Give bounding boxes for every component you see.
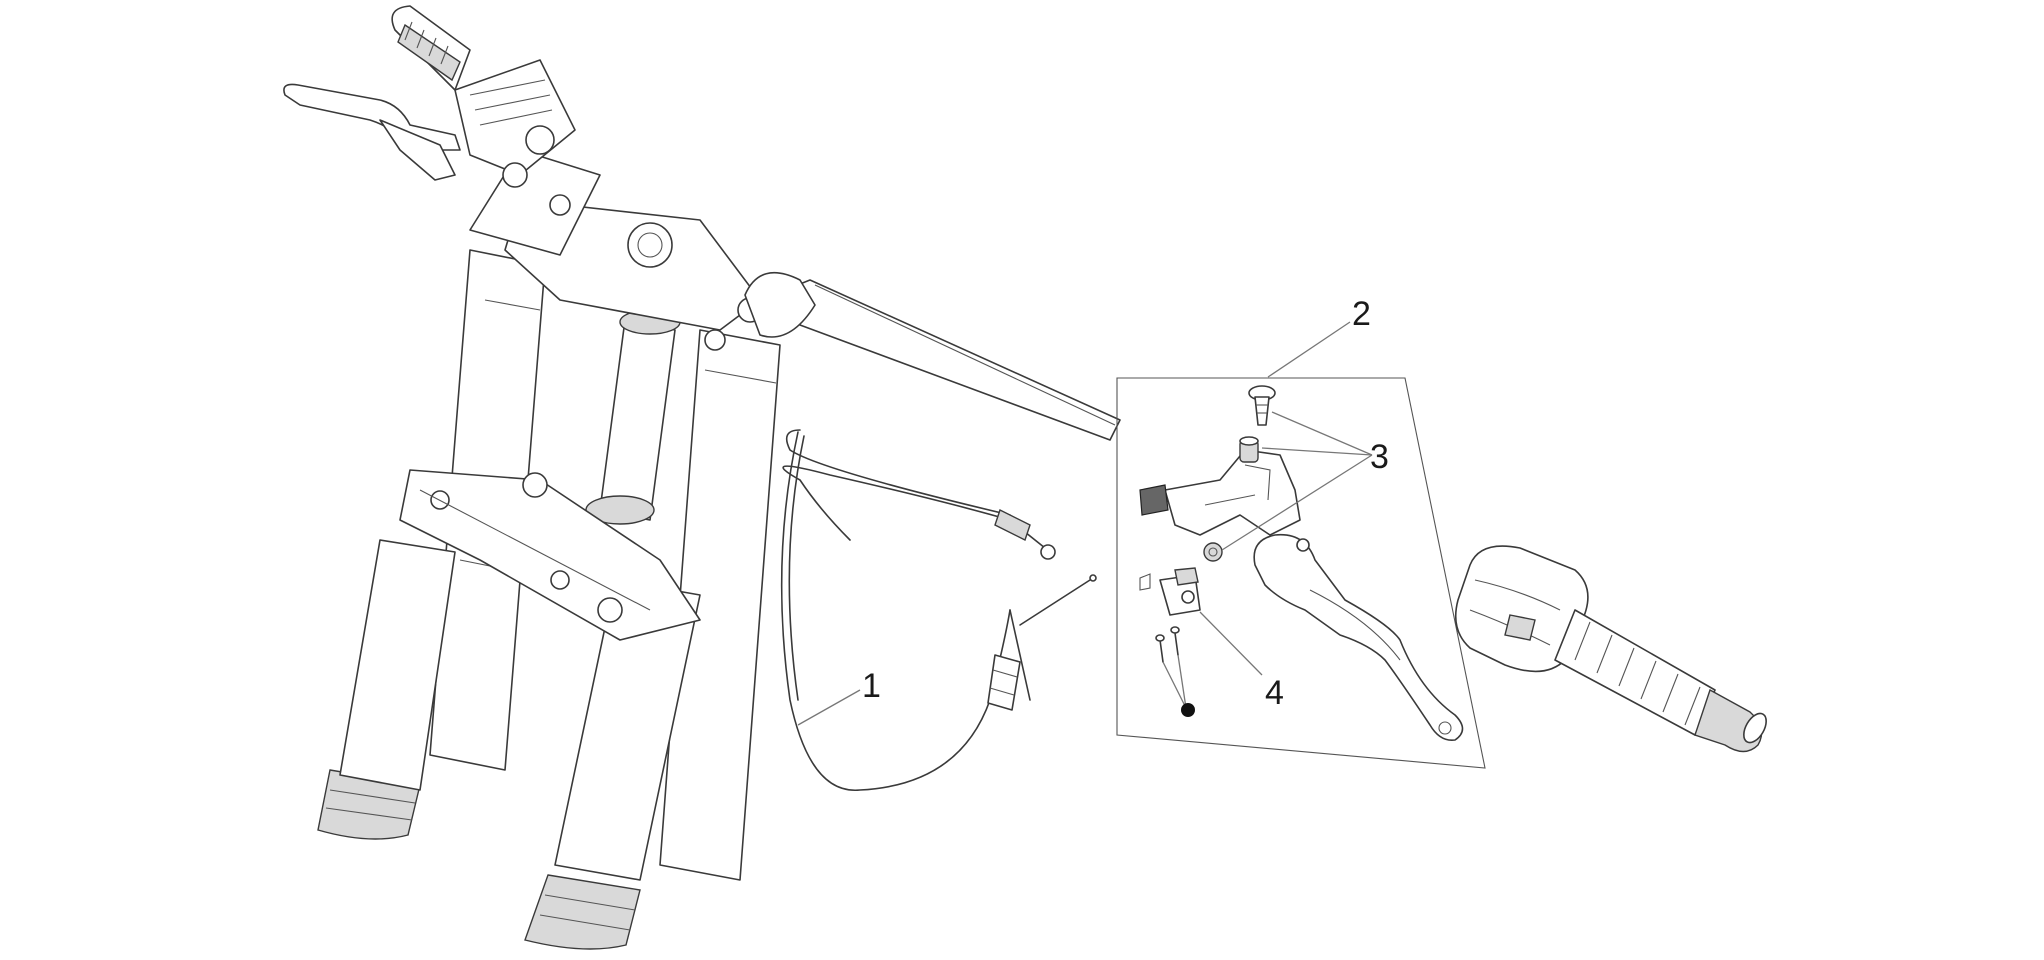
callout-number-3: 3 [1370, 438, 1389, 476]
callouts: 1 2 3 4 [797, 295, 1389, 726]
clutch-lever [1253, 533, 1464, 742]
clutch-cable [780, 429, 1097, 791]
leader-line-3c [1221, 454, 1373, 551]
callout-number-4: 4 [1265, 674, 1284, 712]
leader-line-4c [1177, 654, 1187, 709]
clutch-perch [1139, 449, 1301, 536]
clutch-switch [1139, 567, 1201, 663]
bushings [1203, 436, 1259, 562]
assembly-dot-marker [1181, 703, 1195, 717]
leader-line-3b [1261, 447, 1373, 456]
leader-line-4b [1162, 661, 1187, 709]
leader-line-2 [1267, 321, 1351, 378]
callout-number-1: 1 [862, 667, 881, 705]
throttle-grip-assembly [1454, 545, 1767, 753]
leader-line-1 [797, 689, 861, 726]
leader-line-3a [1271, 411, 1373, 456]
pivot-screw [1248, 385, 1276, 426]
leader-line-4a [1199, 611, 1263, 676]
exploded-view-frame [1116, 377, 1486, 769]
front-fork-assembly [283, 5, 1121, 950]
callout-number-2: 2 [1352, 295, 1371, 333]
